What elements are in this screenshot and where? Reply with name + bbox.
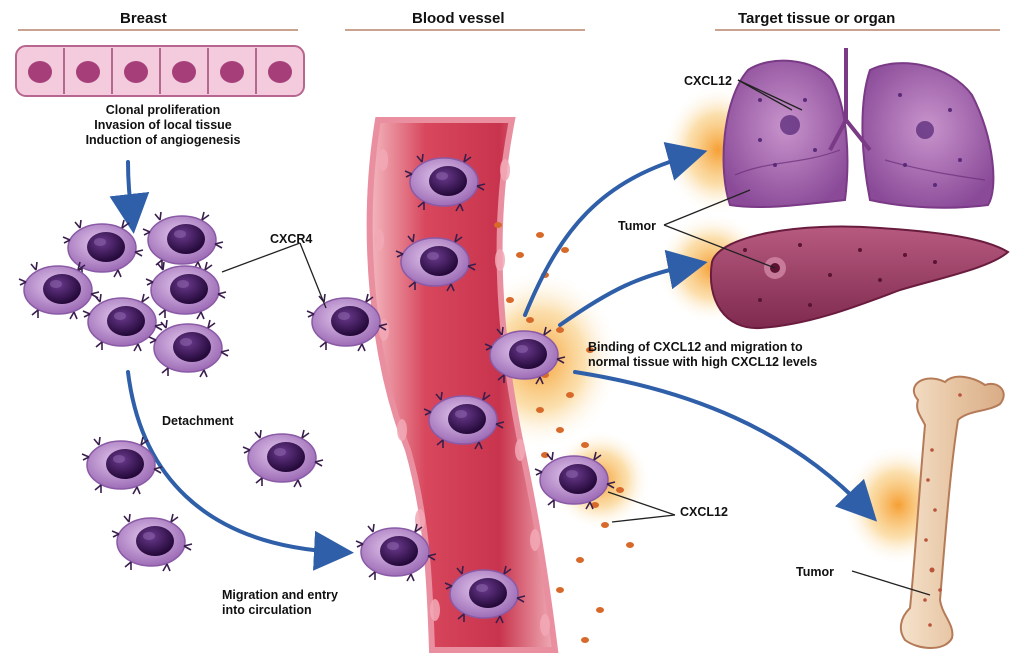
- tumor-cell: [112, 514, 192, 571]
- label-line: Induction of angiogenesis: [58, 133, 268, 148]
- breast-epithelium: [16, 46, 304, 96]
- label-cxcr4: CXCR4: [270, 232, 312, 247]
- header-breast: Breast: [120, 10, 167, 27]
- label-cxcl12-vessel: CXCL12: [680, 505, 728, 520]
- label-line: Binding of CXCL12 and migration to: [588, 340, 817, 355]
- label-cxcl12-lung: CXCL12: [684, 74, 732, 89]
- label-line: Migration and entry: [222, 588, 338, 603]
- liver-organ: [711, 227, 1008, 329]
- label-line: into circulation: [222, 603, 338, 618]
- label-migration-entry: Migration and entry into circulation: [222, 588, 338, 618]
- label-line: normal tissue with high CXCL12 levels: [588, 355, 817, 370]
- tumor-cell: [19, 262, 99, 319]
- label-detachment: Detachment: [162, 414, 234, 429]
- tumor-cell: [143, 212, 223, 269]
- label-tumor-bone: Tumor: [796, 565, 834, 580]
- label-binding-migration: Binding of CXCL12 and migration to norma…: [588, 340, 817, 370]
- header-blood-vessel: Blood vessel: [412, 10, 505, 27]
- label-clonal-proliferation: Clonal proliferation Invasion of local t…: [58, 103, 268, 148]
- proliferation-arrow: [128, 162, 132, 218]
- label-line: Clonal proliferation: [58, 103, 268, 118]
- tumor-cell: [243, 430, 323, 487]
- label-line: Invasion of local tissue: [58, 118, 268, 133]
- header-target-tissue: Target tissue or organ: [738, 10, 895, 27]
- tumor-cell: [146, 262, 226, 319]
- label-tumor-organs: Tumor: [618, 219, 656, 234]
- lungs-organ: [724, 48, 994, 208]
